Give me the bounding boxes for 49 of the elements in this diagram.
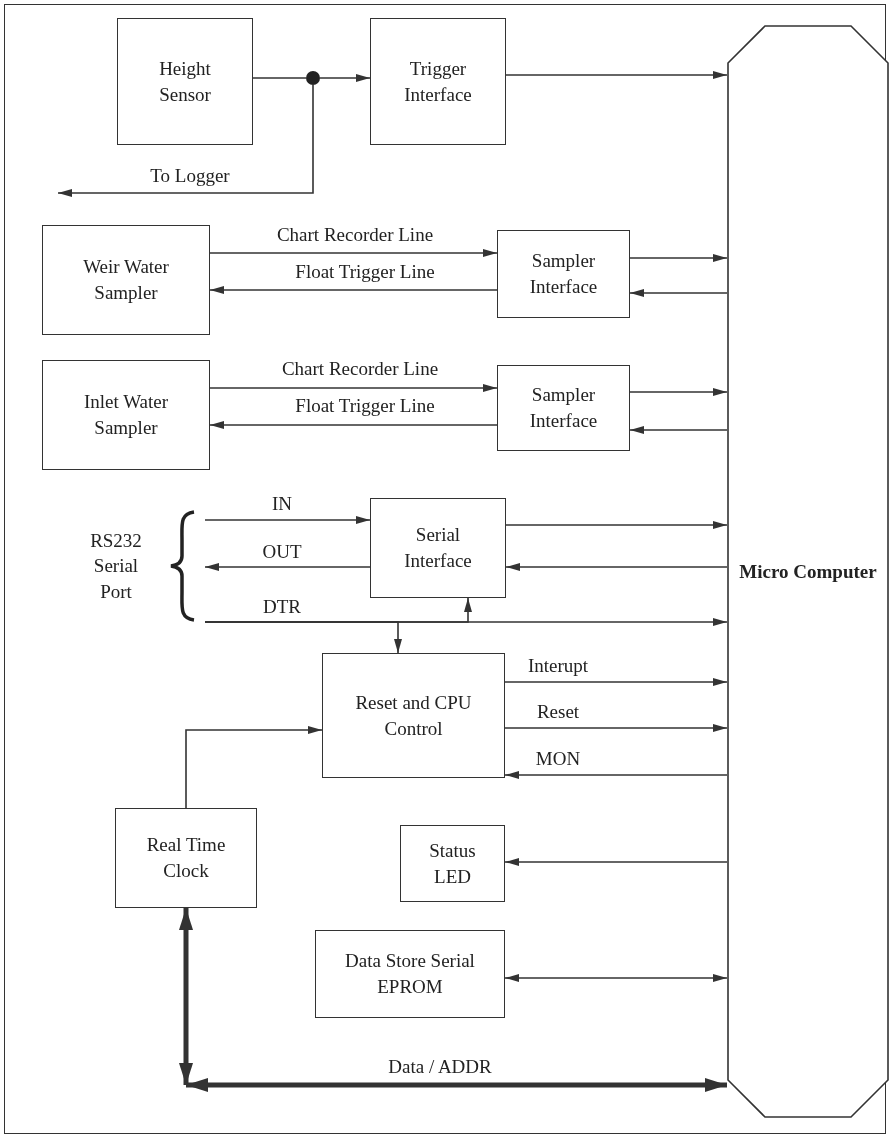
connector-arrow <box>505 563 728 571</box>
block-label: Data Store Serial EPROM <box>344 949 476 999</box>
connector-arrow <box>505 71 728 79</box>
connector-arrow <box>319 74 371 82</box>
process-box <box>42 360 210 470</box>
connector-arrow <box>505 521 728 529</box>
connector-arrow <box>179 908 193 1085</box>
block-label: Serial Interface <box>403 523 473 573</box>
connector-arrow <box>629 388 728 396</box>
block-label: Sampler Interface <box>528 383 599 433</box>
block-label: Trigger Interface <box>403 56 473 107</box>
connector-arrow <box>57 84 314 197</box>
connector-arrow <box>629 254 728 262</box>
connector-arrow <box>504 974 728 982</box>
connector-arrow <box>209 286 498 294</box>
block-label: Inlet Water Sampler <box>82 390 170 440</box>
block-label: Height Sensor <box>158 56 212 107</box>
process-box <box>400 825 505 902</box>
process-box <box>322 653 505 778</box>
connector-arrow <box>185 726 323 809</box>
block-label: Sampler Interface <box>528 249 599 299</box>
process-box <box>42 225 210 335</box>
block-label: Real Time Clock <box>145 833 227 883</box>
connector-arrow <box>504 771 728 779</box>
connector-arrow <box>204 516 371 524</box>
process-box <box>370 18 506 145</box>
block-label: Reset and CPU Control <box>354 690 473 741</box>
connector-arrow <box>204 597 472 623</box>
connector-arrow <box>629 426 728 434</box>
junction-dot <box>306 71 320 85</box>
connector-arrow <box>209 421 498 429</box>
connector-arrow <box>209 249 498 257</box>
connector-arrow <box>186 1078 727 1092</box>
connector-arrow <box>629 289 728 297</box>
connector-arrow <box>209 384 498 392</box>
process-box <box>115 808 257 908</box>
process-box <box>117 18 253 145</box>
process-box <box>315 930 505 1018</box>
connector-arrow <box>204 563 371 571</box>
connector-arrow <box>504 724 728 732</box>
block-label: Micro Computer <box>738 559 878 584</box>
connector-arrow <box>504 678 728 686</box>
block-label: Weir Water Sampler <box>82 255 170 305</box>
process-box <box>497 230 630 318</box>
process-box <box>497 365 630 451</box>
connector-arrow <box>504 858 728 866</box>
block-label: Status LED <box>428 838 477 889</box>
block-label: RS232 Serial Port <box>89 528 143 604</box>
process-box <box>370 498 506 598</box>
